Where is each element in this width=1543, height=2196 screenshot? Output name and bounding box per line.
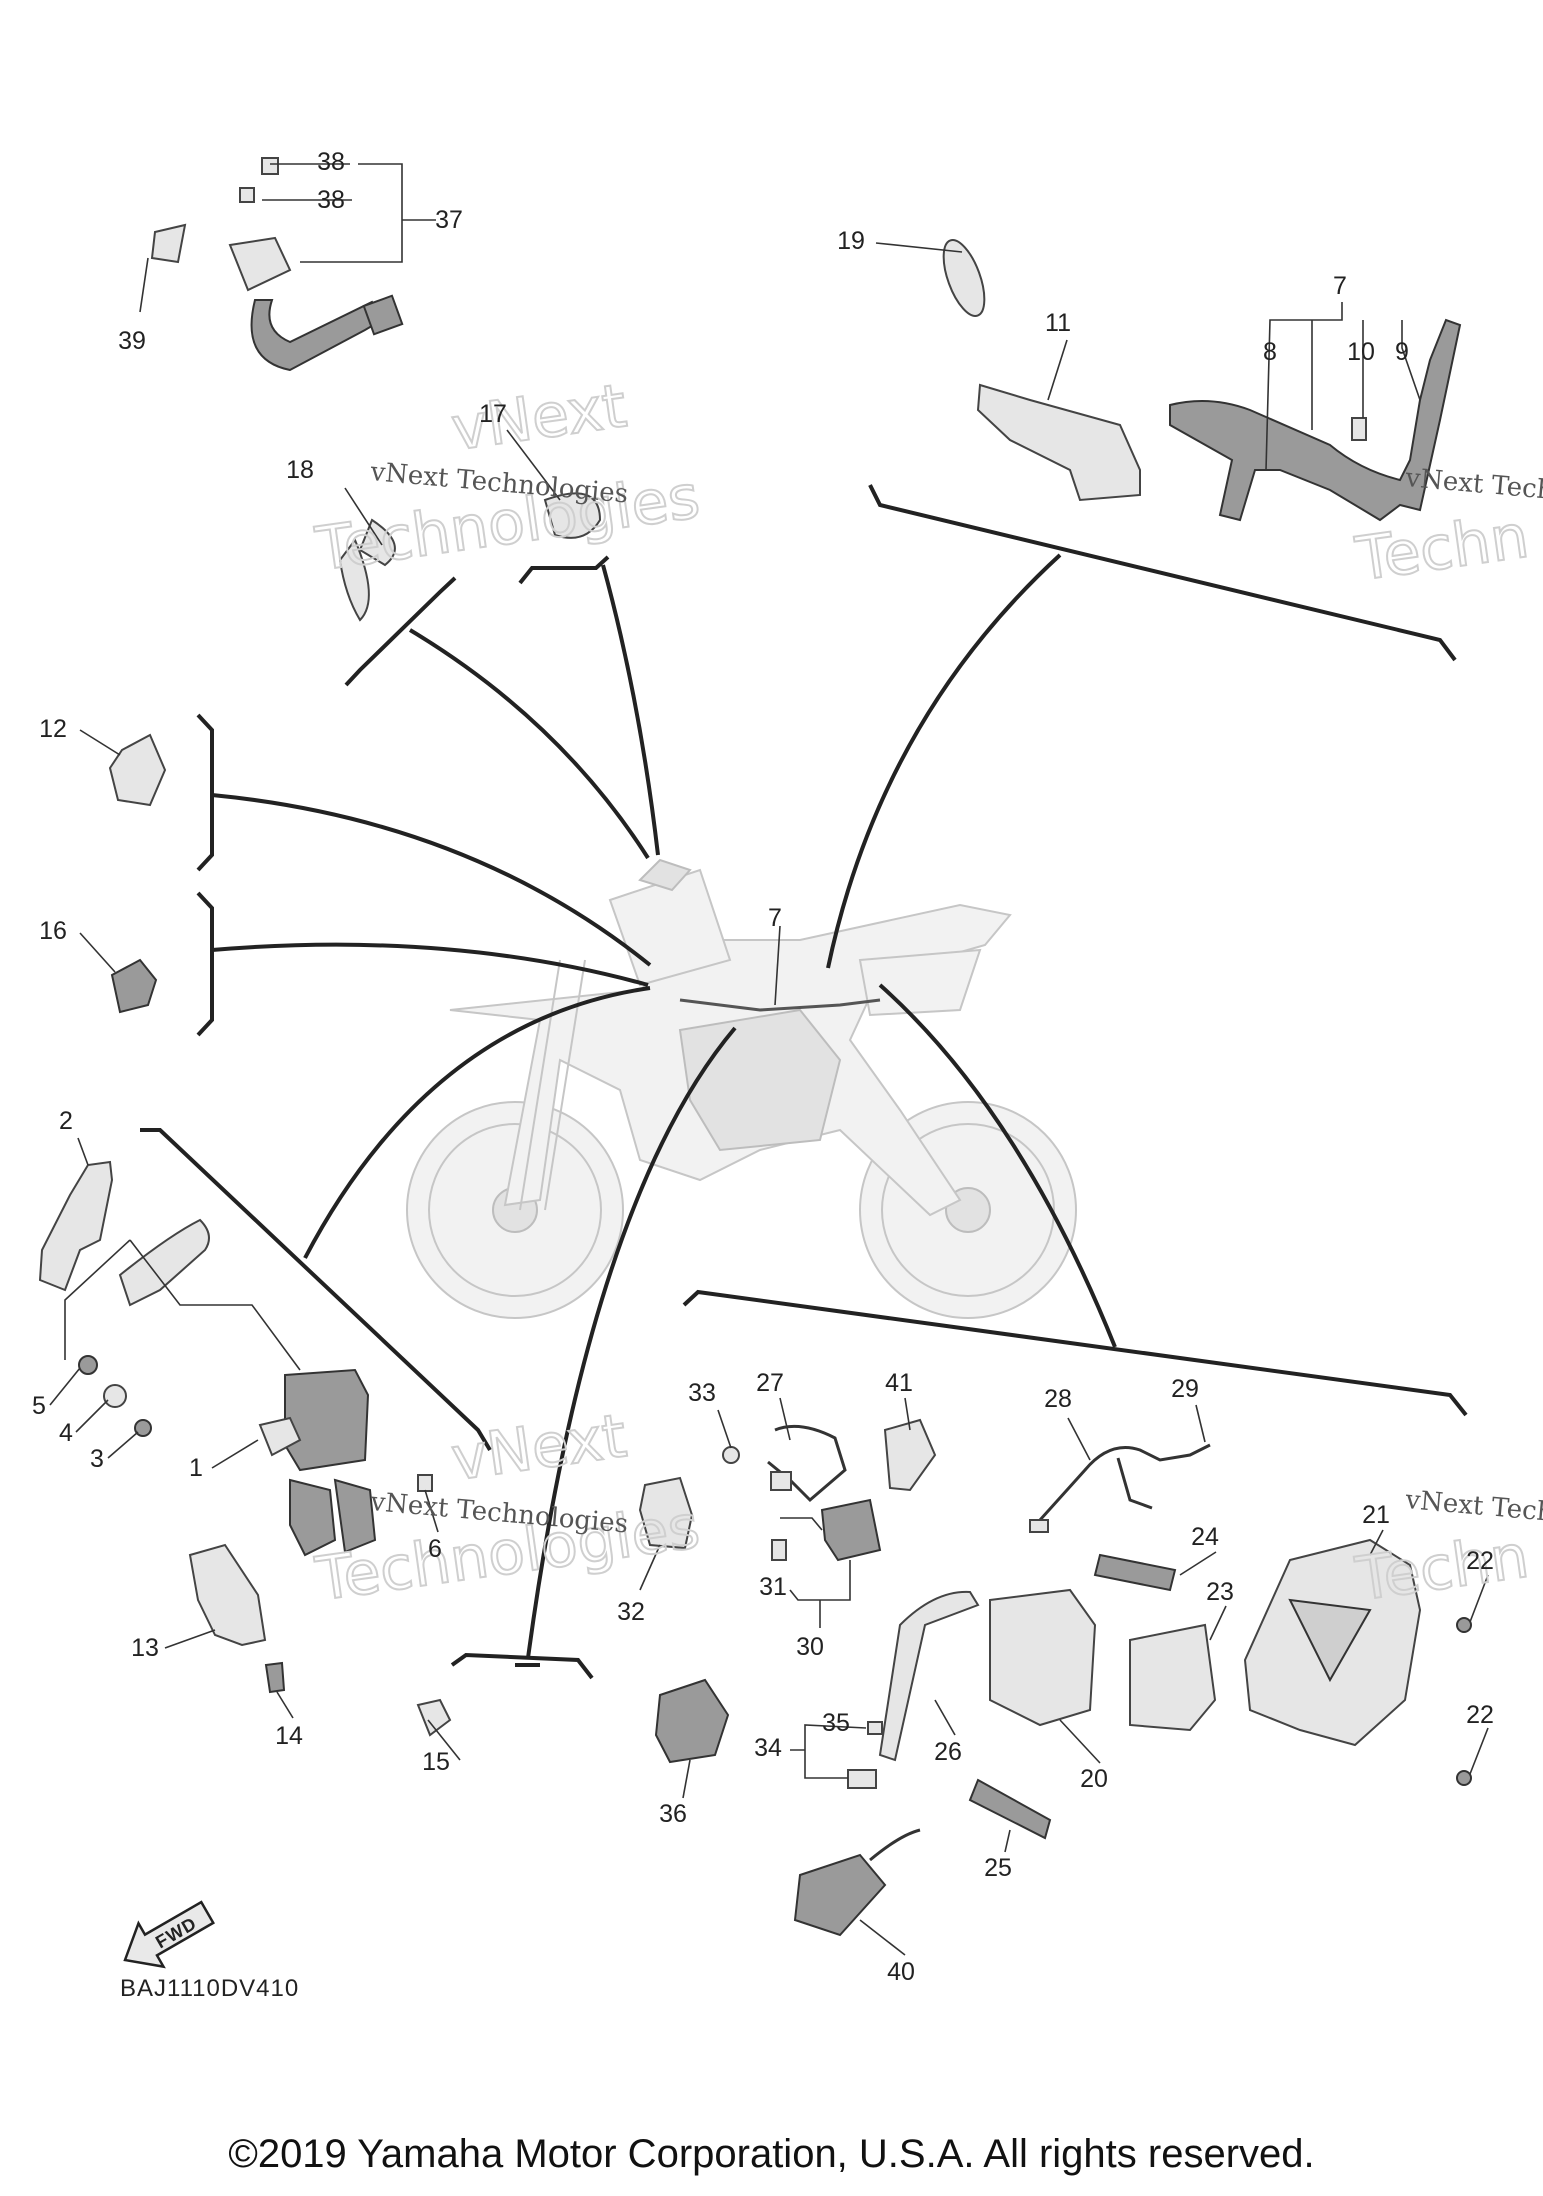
callout-p2: 2 <box>59 1107 73 1135</box>
forward-direction-arrow: FWD <box>123 1900 215 1969</box>
callout-p18: 18 <box>286 456 314 484</box>
callout-p21: 21 <box>1362 1501 1390 1529</box>
callout-p28: 28 <box>1044 1385 1072 1413</box>
callout-p32: 32 <box>617 1598 645 1626</box>
motorcycle-illustration <box>406 858 1077 1319</box>
callout-p34: 34 <box>754 1734 782 1762</box>
callout-p17: 17 <box>479 400 507 428</box>
callout-p13: 13 <box>131 1634 159 1662</box>
callout-p40: 40 <box>887 1958 915 1986</box>
callout-p9: 9 <box>1395 338 1409 366</box>
callout-p39: 39 <box>118 327 146 355</box>
part-drawings <box>38 157 1472 1937</box>
callout-p29: 29 <box>1171 1375 1199 1403</box>
callout-p37: 37 <box>435 206 463 234</box>
callout-p30: 30 <box>796 1633 824 1661</box>
callout-p24: 24 <box>1191 1523 1219 1551</box>
svg-text:Techn: Techn <box>1351 1522 1532 1615</box>
callout-p41: 41 <box>885 1369 913 1397</box>
callout-p35: 35 <box>822 1709 850 1737</box>
callout-p12: 12 <box>39 715 67 743</box>
group-brackets <box>140 484 1468 1680</box>
callout-p22a: 22 <box>1466 1547 1494 1575</box>
callout-p33: 33 <box>688 1379 716 1407</box>
callout-p7b: 7 <box>768 904 782 932</box>
drawing-code: BAJ1110DV410 <box>120 1975 299 2002</box>
callout-p4: 4 <box>59 1419 73 1447</box>
callout-p22b: 22 <box>1466 1701 1494 1729</box>
callout-p23: 23 <box>1206 1578 1234 1606</box>
callout-p31: 31 <box>759 1573 787 1601</box>
callout-p25: 25 <box>984 1854 1012 1882</box>
callout-p36: 36 <box>659 1800 687 1828</box>
callout-p1: 1 <box>189 1454 203 1482</box>
callout-p6: 6 <box>428 1535 442 1563</box>
callout-p11: 11 <box>1045 309 1071 337</box>
callout-p14: 14 <box>275 1722 303 1750</box>
callout-p19: 19 <box>837 227 865 255</box>
callout-p5: 5 <box>32 1392 46 1420</box>
callout-leaders <box>49 163 1489 1956</box>
copyright-footer: ©2019 Yamaha Motor Corporation, U.S.A. A… <box>228 2132 1315 2176</box>
callout-p10: 10 <box>1347 338 1375 366</box>
callout-p8: 8 <box>1263 338 1277 366</box>
leader-arrows <box>211 553 1117 1667</box>
svg-text:vNext: vNext <box>447 371 630 465</box>
callout-p26: 26 <box>934 1738 962 1766</box>
callout-p15: 15 <box>422 1748 450 1776</box>
svg-text:vNext: vNext <box>447 1401 630 1495</box>
callout-p38b: 38 <box>317 186 345 214</box>
callout-p20: 20 <box>1080 1765 1108 1793</box>
callout-p16: 16 <box>39 917 67 945</box>
callout-p27: 27 <box>756 1369 784 1397</box>
callout-p7a: 7 <box>1333 272 1347 300</box>
callout-p3: 3 <box>90 1445 104 1473</box>
callout-p38a: 38 <box>317 148 345 176</box>
